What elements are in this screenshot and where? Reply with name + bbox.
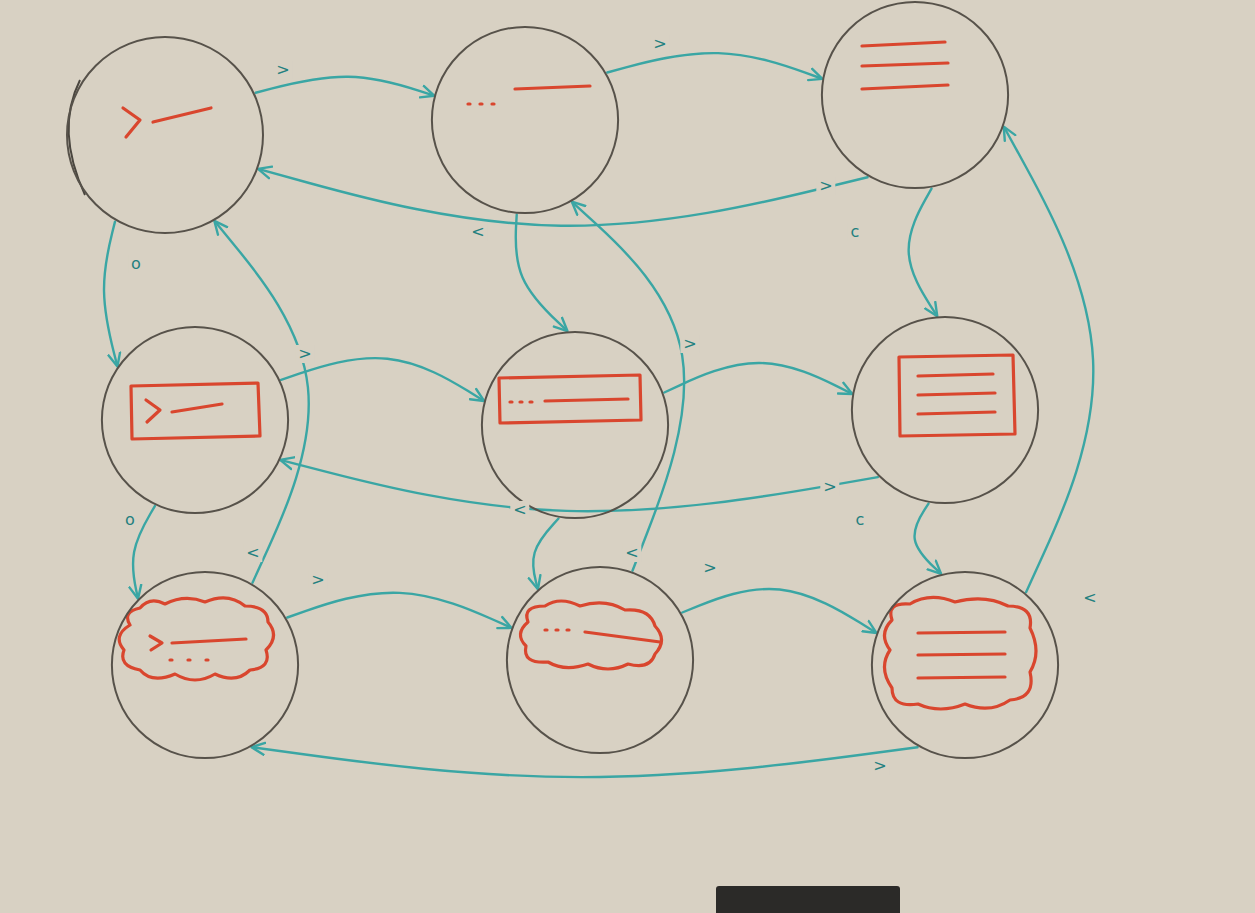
- key-label: >: [870, 757, 889, 775]
- circle-outline: [870, 570, 1060, 760]
- state-circle: [850, 315, 1040, 505]
- circle-outline: [100, 325, 290, 515]
- transition-arrow: [909, 189, 937, 316]
- key-label: >: [700, 559, 719, 577]
- key-label: c: [848, 223, 863, 241]
- transition-arrow: [1004, 127, 1093, 592]
- key-label: >: [816, 177, 835, 195]
- circle-outline: [852, 317, 1038, 503]
- state-circle: [820, 0, 1010, 190]
- transition-arrow: [664, 363, 851, 394]
- circle-outline: [850, 315, 1040, 505]
- state-circle: [65, 35, 265, 235]
- key-label: >: [820, 478, 839, 496]
- dots-line-icon: [545, 630, 660, 642]
- transition-arrow: [281, 358, 483, 400]
- key-label: o: [122, 511, 138, 529]
- circle-outline: [505, 565, 695, 755]
- circle-outline: [872, 572, 1058, 758]
- circle-outline: [65, 35, 265, 235]
- box-icon: [131, 383, 260, 439]
- cloud-icon: [884, 597, 1036, 709]
- transition-arrow: [215, 222, 309, 583]
- dots-line-icon: [510, 399, 628, 402]
- key-label: <: [468, 223, 487, 241]
- state-circle: [505, 565, 695, 755]
- circle-outline: [822, 2, 1008, 188]
- state-circle: [480, 330, 670, 520]
- key-label: >: [273, 61, 292, 79]
- board-eraser: [716, 886, 900, 913]
- circle-outline: [482, 332, 668, 518]
- transition-arrow: [915, 504, 941, 574]
- key-label: c: [853, 511, 868, 529]
- circle-outline: [480, 330, 670, 520]
- transition-arrow: [682, 589, 875, 633]
- circle-outline: [110, 570, 300, 760]
- transition-arrow: [256, 77, 434, 96]
- key-label: >: [680, 335, 699, 353]
- circle-outline: [67, 37, 263, 233]
- key-label: >: [650, 35, 669, 53]
- state-circle: [430, 25, 620, 215]
- circle-outline: [102, 327, 288, 513]
- circle-outline: [507, 567, 693, 753]
- lines-icon: [918, 374, 995, 414]
- key-label: o: [128, 255, 144, 273]
- prompt-icon: [150, 636, 246, 660]
- key-label: <: [622, 544, 641, 562]
- prompt-icon: [153, 108, 211, 122]
- box-icon: [499, 375, 641, 423]
- circle-outline: [112, 572, 298, 758]
- key-label: <: [510, 501, 529, 519]
- transition-arrow: [287, 593, 510, 628]
- dots-line-icon: [468, 86, 590, 104]
- key-label: <: [243, 544, 262, 562]
- state-circle: [870, 570, 1060, 760]
- transition-arrow: [573, 202, 685, 570]
- transition-arrow: [104, 222, 117, 366]
- prompt-icon: [123, 108, 140, 137]
- transition-arrow: [607, 53, 821, 78]
- cloud-icon: [520, 601, 661, 669]
- key-label: >: [308, 571, 327, 589]
- transition-arrow: [516, 215, 567, 331]
- transition-arrow: [281, 460, 878, 511]
- lines-icon: [918, 632, 1005, 678]
- key-label: <: [1080, 589, 1099, 607]
- lines-icon: [862, 42, 948, 89]
- circle-outline: [430, 25, 620, 215]
- circle-outline: [820, 0, 1010, 190]
- prompt-icon: [146, 400, 222, 422]
- cloud-icon: [119, 598, 273, 680]
- key-label: >: [295, 345, 314, 363]
- circle-outline: [432, 27, 618, 213]
- box-icon: [899, 355, 1015, 436]
- state-circle: [100, 325, 290, 515]
- transition-arrow: [259, 169, 868, 226]
- state-circle: [110, 570, 300, 760]
